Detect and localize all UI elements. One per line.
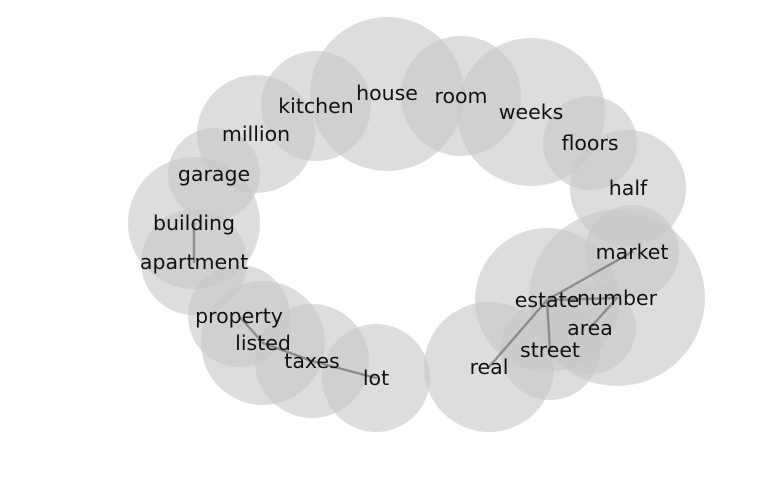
link-estate-number [545,296,619,302]
word-label-listed: listed [235,331,291,355]
link-market-estate [545,250,634,302]
link-number-area [588,296,619,330]
word-label-kitchen: kitchen [278,94,353,118]
word-label-apartment: apartment [140,250,248,274]
word-label-number: number [577,286,658,310]
link-property-listed [237,314,265,345]
word-label-floors: floors [561,131,618,155]
label-layer: house room kitchen weeks million floors garage… [140,81,668,390]
word-label-lot: lot [363,366,389,390]
word-label-taxes: taxes [284,349,339,373]
word-label-street: street [520,338,580,362]
word-label-half: half [609,176,648,200]
link-taxes-lot [310,359,378,380]
word-label-room: room [434,84,487,108]
word-label-garage: garage [178,162,250,186]
word-label-property: property [195,304,283,328]
word-label-building: building [153,211,235,235]
word-label-estate: estate [515,288,580,312]
link-layer [192,221,634,380]
word-label-area: area [567,316,613,340]
word-label-weeks: weeks [499,100,564,124]
word-label-market: market [596,240,669,264]
link-estate-real [487,298,549,369]
word-label-million: million [222,122,290,146]
link-listed-taxes [261,341,314,363]
word-label-real: real [470,355,509,379]
link-estate-street [545,298,552,352]
word-label-house: house [356,81,418,105]
